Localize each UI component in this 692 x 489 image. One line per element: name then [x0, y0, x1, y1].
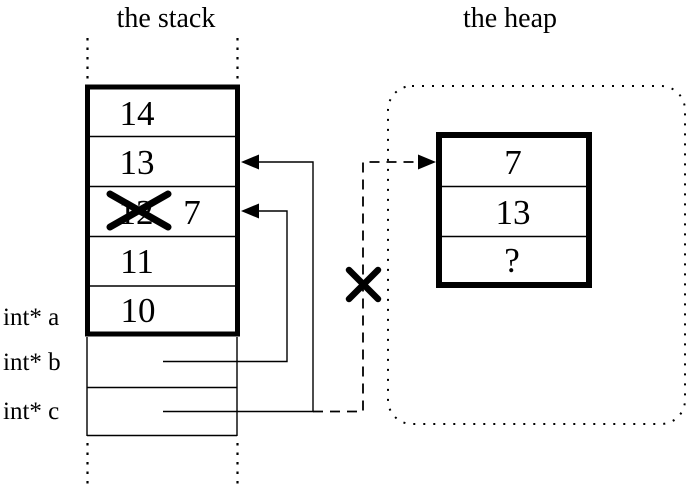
stack-bottom-dotted-guides [86, 443, 239, 487]
stack-cell-new-value-7: 7 [183, 193, 201, 232]
stack-cell-value-14: 14 [120, 94, 155, 133]
pointer-variable-rows [86, 337, 238, 437]
x-strike-icon [106, 190, 172, 231]
heap-cell-value-7: 7 [504, 143, 522, 182]
stack-cell-value-10: 10 [121, 291, 156, 330]
heap-region-dotted-outline [387, 85, 686, 425]
heap-block-box [436, 132, 592, 288]
heap-cell-value-13: 13 [496, 193, 531, 232]
pointer-label-a: int* a [3, 304, 59, 331]
pointer-label-c: int* c [3, 398, 59, 425]
stack-cell-value-11: 11 [120, 242, 154, 281]
heap-cell-dividers [442, 185, 586, 238]
stack-cell-value-13: 13 [120, 143, 155, 182]
pointer-b-arrowhead-icon [241, 203, 259, 219]
pointer-b-line [163, 210, 288, 363]
stack-title: the stack [117, 3, 216, 34]
x-strike-icon [345, 266, 382, 303]
heap-title: the heap [463, 3, 557, 34]
stack-frame-box [85, 84, 240, 337]
pointer-c-arrowhead-icon [241, 154, 259, 170]
pointer-label-b: int* b [3, 349, 61, 376]
broken-heap-pointer-arrowhead-icon [418, 154, 436, 170]
pointer-c-line [163, 161, 314, 413]
stack-top-dotted-guides [86, 38, 239, 80]
stack-cell-dividers [90, 135, 235, 287]
heap-cell-value-unknown: ? [504, 241, 520, 280]
